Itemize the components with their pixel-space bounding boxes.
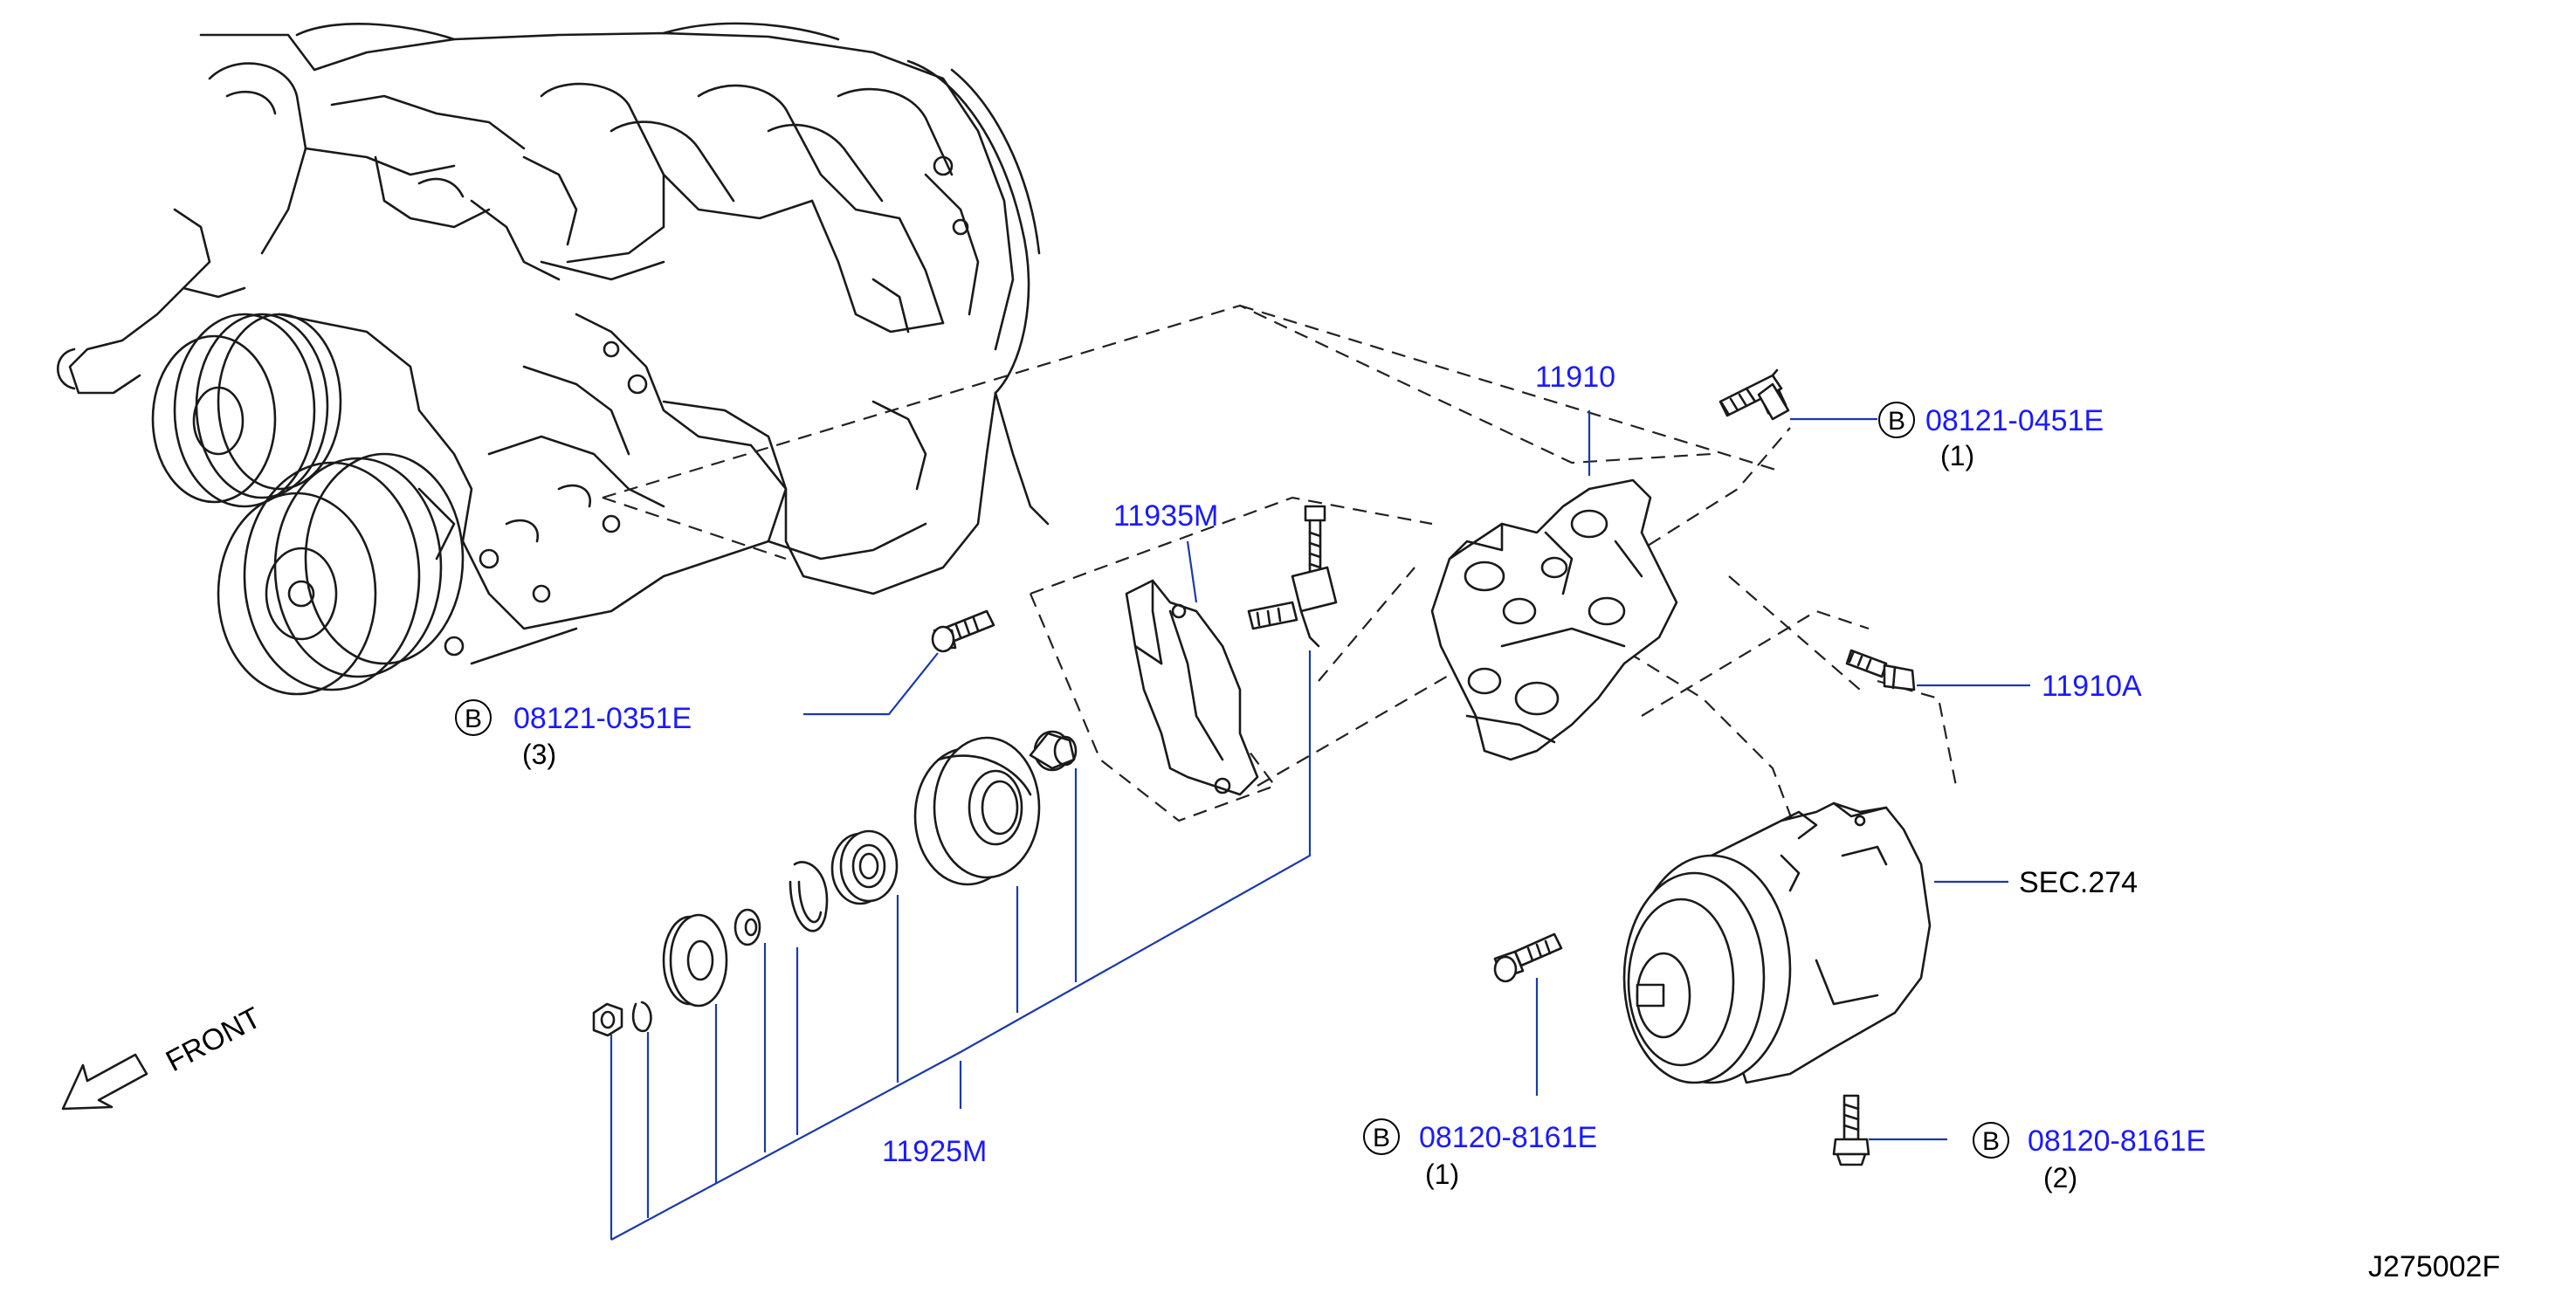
bolt-badge-icon <box>1973 1122 2009 1159</box>
qty-08121-0451e: (1) <box>1940 440 1974 471</box>
part-number-08121-0451e[interactable]: 08121-0451E <box>1925 404 2104 437</box>
front-label: FRONT <box>161 1001 266 1079</box>
callout-compressor-bolt-rear: B 08120-8161E (2) <box>1973 1122 2206 1193</box>
qty-08120-8161e-front: (1) <box>1425 1159 1459 1190</box>
part-number-11925m[interactable]: 11925M <box>882 1135 987 1168</box>
bolt-badge-letter: B <box>1888 407 1905 436</box>
bolt-badge-icon <box>1363 1118 1400 1155</box>
qty-08121-0351e: (3) <box>522 739 556 770</box>
idler-bolt[interactable] <box>931 609 995 653</box>
engine-illustration <box>56 22 1050 696</box>
snap-ring[interactable] <box>789 861 829 932</box>
part-number-08120-8161e-front[interactable]: 08120-8161E <box>1419 1121 1597 1154</box>
part-number-11910a[interactable]: 11910A <box>2042 670 2142 703</box>
compressor-bolt-front[interactable] <box>1493 932 1563 983</box>
ac-compressor[interactable] <box>1622 801 1932 1084</box>
part-number-11935m[interactable]: 11935M <box>1113 499 1218 533</box>
pulley-washer-small[interactable] <box>631 1001 652 1033</box>
pulley-spacer[interactable] <box>1029 730 1078 772</box>
diagram-code: J275002F <box>2368 1250 2500 1283</box>
pulley-washer[interactable] <box>734 908 761 946</box>
pulley-nut[interactable] <box>592 1002 623 1037</box>
part-number-08121-0351e[interactable]: 08121-0351E <box>513 702 692 735</box>
leader-lines <box>610 410 2030 1241</box>
bolt-badge-letter: B <box>1373 1124 1390 1152</box>
pulley-bearing[interactable] <box>830 829 899 905</box>
compressor-bolt-rear[interactable] <box>1832 1094 1870 1166</box>
pulley-cover[interactable] <box>662 913 728 1008</box>
qty-08120-8161e-rear: (2) <box>2043 1162 2077 1193</box>
compressor-bracket[interactable] <box>1430 478 1678 761</box>
callout-bracket-bolt: B 08121-0451E (1) <box>1878 402 2104 471</box>
bolt-badge-letter: B <box>1982 1127 2000 1156</box>
callout-idler-bolt: B 08121-0351E (3) <box>455 699 692 770</box>
part-number-11910[interactable]: 11910 <box>1535 361 1615 394</box>
section-reference-274[interactable]: SEC.274 <box>2019 866 2138 899</box>
bolt-badge-icon <box>455 699 492 736</box>
idler-pulley-bracket[interactable] <box>1125 579 1259 796</box>
idler-pulley[interactable] <box>913 736 1041 886</box>
callout-compressor-bolt-front: B 08120-8161E (1) <box>1363 1118 1597 1190</box>
assembly-guide-lines <box>602 304 1958 839</box>
bracket-bolt-right[interactable] <box>1845 649 1916 691</box>
front-direction-arrow: FRONT <box>61 1001 266 1111</box>
bolt-badge-letter: B <box>465 705 482 733</box>
bracket-bolt-top[interactable] <box>1718 368 1790 421</box>
part-number-08120-8161e-rear[interactable]: 08120-8161E <box>2028 1125 2206 1158</box>
adjusting-bolt[interactable] <box>1247 505 1338 648</box>
bolt-badge-icon <box>1878 402 1915 438</box>
